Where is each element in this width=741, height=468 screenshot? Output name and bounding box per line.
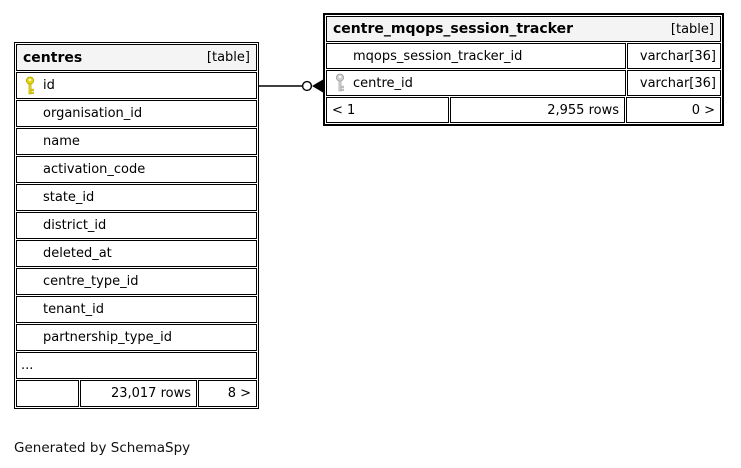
column-name: partnership_type_id	[43, 330, 173, 345]
table-type-badge: [table]	[670, 21, 714, 37]
column-type: varchar[36]	[627, 43, 721, 69]
column-name: activation_code	[43, 162, 146, 177]
footer-children-cell[interactable]: 0 >	[626, 97, 721, 123]
column-name: state_id	[43, 190, 95, 205]
foreign-key-icon	[327, 73, 353, 93]
footer-parents-cell	[16, 380, 79, 407]
column-name: tenant_id	[43, 302, 105, 317]
column-row-state-id: state_id	[16, 184, 257, 211]
table-title: centre_mqops_session_tracker	[333, 21, 573, 37]
relationship-connector	[259, 79, 323, 93]
column-name: organisation_id	[43, 106, 143, 121]
column-row-partnership-type-id: partnership_type_id	[16, 324, 257, 351]
column-type: varchar[36]	[627, 70, 721, 96]
column-row-id: id	[16, 72, 257, 99]
column-row-centre-id: centre_id	[326, 70, 626, 96]
column-row-tenant-id: tenant_id	[16, 296, 257, 323]
column-row-deleted-at: deleted_at	[16, 240, 257, 267]
column-name: district_id	[43, 218, 107, 233]
footer-children-link[interactable]: 8 >	[198, 380, 257, 407]
table-node-centre-mqops-session-tracker: centre_mqops_session_tracker [table] mqo…	[323, 13, 724, 126]
ellipsis-label: ...	[21, 358, 34, 373]
column-row-district-id: district_id	[16, 212, 257, 239]
column-row-centre-type-id: centre_type_id	[16, 268, 257, 295]
table-footer-centres: 23,017 rows 8 >	[16, 380, 257, 407]
footer-parents-link[interactable]: < 1	[326, 97, 449, 123]
column-name: deleted_at	[43, 246, 112, 261]
table-header-centres[interactable]: centres [table]	[16, 44, 257, 71]
column-name: id	[43, 78, 55, 93]
columns-ellipsis-row: ...	[16, 352, 257, 379]
footer-rowcount: 23,017 rows	[80, 380, 197, 407]
table-header-centre-mqops-session-tracker[interactable]: centre_mqops_session_tracker [table]	[326, 16, 721, 42]
column-name: centre_type_id	[43, 274, 139, 289]
table-title: centres	[23, 49, 83, 66]
column-name: name	[43, 134, 80, 149]
table-footer-centre-mqops-session-tracker: < 1 2,955 rows 0 >	[326, 97, 721, 123]
primary-key-icon	[17, 76, 43, 96]
generated-by-note: Generated by SchemaSpy	[14, 440, 191, 456]
column-row-activation-code: activation_code	[16, 156, 257, 183]
column-name: centre_id	[353, 75, 413, 91]
footer-rowcount: 2,955 rows	[450, 97, 625, 123]
column-row-mqops-session-tracker-id: mqops_session_tracker_id	[326, 43, 626, 69]
column-row-name: name	[16, 128, 257, 155]
table-node-centres: centres [table] id organisation_id	[14, 42, 259, 409]
table-type-badge: [table]	[206, 50, 250, 65]
column-name: mqops_session_tracker_id	[353, 48, 523, 64]
column-row-organisation-id: organisation_id	[16, 100, 257, 127]
